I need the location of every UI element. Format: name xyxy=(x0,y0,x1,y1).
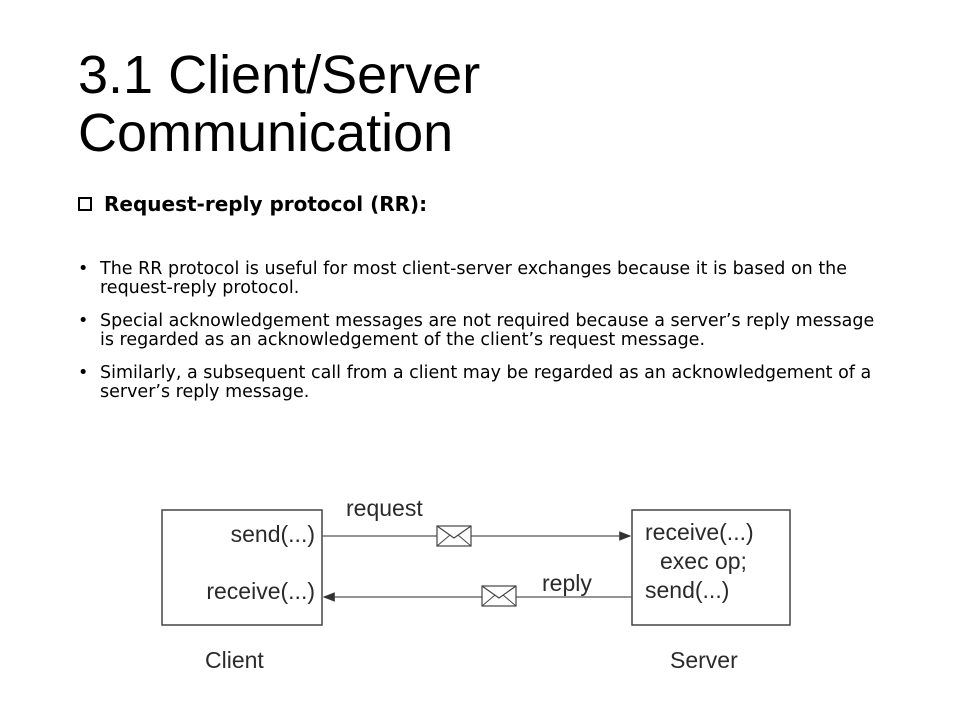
client-send-text: send(...) xyxy=(231,521,315,547)
server-receive-text: receive(...) xyxy=(645,519,754,545)
section-subheading: Request-reply protocol (RR): xyxy=(78,192,427,216)
request-reply-diagram: send(...) receive(...) Client receive(..… xyxy=(161,495,791,673)
bullet-item: Special acknowledgement messages are not… xyxy=(78,312,878,350)
request-label: request xyxy=(346,495,423,521)
server-send-text: send(...) xyxy=(645,577,729,603)
slide-title: 3.1 Client/Server Communication xyxy=(78,45,481,163)
client-box xyxy=(161,509,323,626)
bullet-item: Similarly, a subsequent call from a clie… xyxy=(78,364,878,402)
client-receive-text: receive(...) xyxy=(206,578,315,604)
server-box xyxy=(631,509,791,626)
bullet-list: The RR protocol is useful for most clien… xyxy=(78,260,878,416)
client-label: Client xyxy=(205,647,264,673)
bullet-item: The RR protocol is useful for most clien… xyxy=(78,260,878,298)
reply-label: reply xyxy=(542,570,592,596)
reply-envelope-icon xyxy=(481,585,517,607)
subheading-text: Request-reply protocol (RR): xyxy=(104,192,428,216)
request-envelope-icon xyxy=(436,525,472,547)
server-exec-text: exec op; xyxy=(660,548,747,574)
checkbox-bullet-icon xyxy=(78,197,92,211)
server-label: Server xyxy=(670,647,738,673)
